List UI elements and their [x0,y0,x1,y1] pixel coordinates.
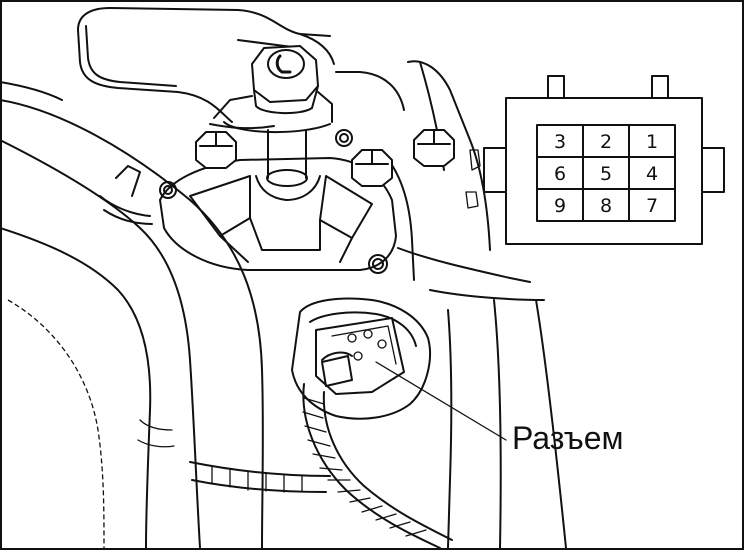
pin-number: 5 [600,163,612,185]
small-clip [99,165,153,225]
pin-number: 1 [646,131,658,153]
pin-number: 6 [554,163,566,185]
pin-number: 8 [600,195,612,217]
pin-cell [628,188,676,222]
callout-leader-line [375,361,507,441]
pin-number: 3 [554,131,566,153]
pinout-key-right [651,75,669,99]
connector-callout-label: Разъем [512,420,624,456]
pinout-grid: 3 2 1 6 5 4 9 8 7 [536,124,676,222]
wiring-harness [189,383,453,549]
top-nut-assembly [213,45,333,187]
pin-number: 9 [554,195,566,217]
engine-connector [291,297,431,420]
pin-number: 2 [600,131,612,153]
hex-bolt-right [413,129,455,167]
connector-pinout-inset: 3 2 1 6 5 4 9 8 7 [483,75,725,245]
hex-bolt-middle [351,149,393,187]
pin-number: 4 [646,163,658,185]
pinout-key-left [547,75,565,99]
pinout-latch-right [701,147,725,193]
hex-bolt-left [195,131,237,169]
body-panel [335,60,567,549]
pin-number: 7 [646,195,658,217]
pinout-latch-left [483,147,507,193]
